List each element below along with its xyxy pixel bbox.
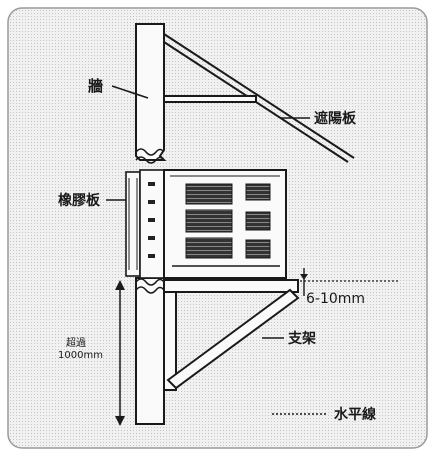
horizontal-line-label: 水平線 <box>334 406 376 423</box>
bracket-label: 支架 <box>287 330 316 347</box>
height-label-line1: 超過 <box>66 336 86 349</box>
gap-label: 6-10mm <box>306 291 365 307</box>
height-dimension <box>115 280 125 426</box>
rubber-pad <box>125 171 141 277</box>
bracket <box>163 279 300 391</box>
height-label-line2: 1000mm <box>58 350 103 361</box>
gap-marker <box>300 268 308 296</box>
rubber-pad-label: 橡膠板 <box>58 192 101 209</box>
sunshade <box>163 33 355 163</box>
wall-label: 牆 <box>88 77 103 95</box>
sunshade-label: 遮陽板 <box>314 110 357 127</box>
leader-lines <box>106 85 310 339</box>
ac-grille <box>185 183 271 259</box>
wall-break-marks <box>135 148 165 294</box>
air-conditioner-unit <box>125 169 287 279</box>
